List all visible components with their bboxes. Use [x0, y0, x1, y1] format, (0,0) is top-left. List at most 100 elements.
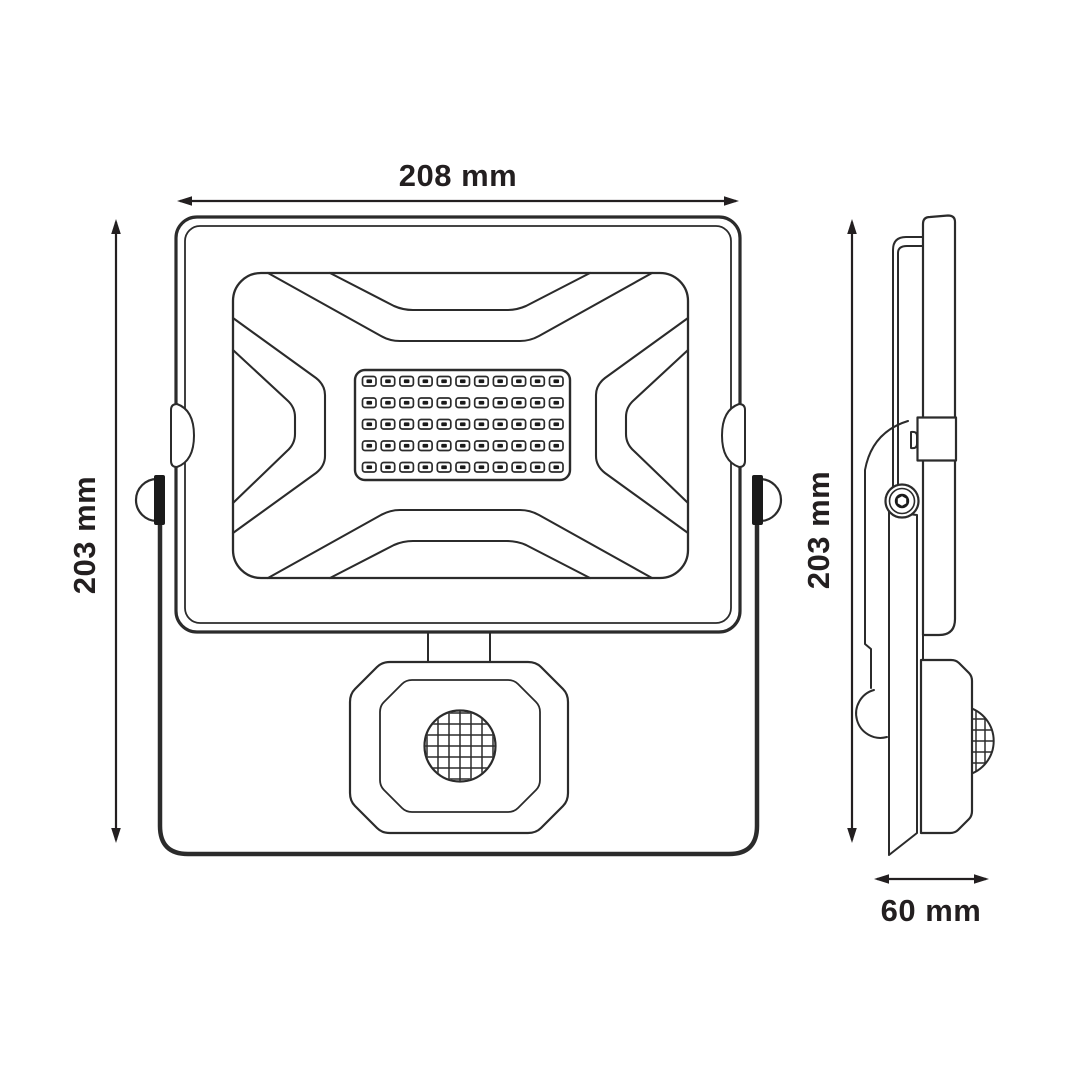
mounting-tab-right	[721, 403, 746, 468]
led-die	[553, 422, 560, 427]
led-die	[403, 443, 410, 448]
led-die	[497, 400, 503, 405]
sensor-housing-inner	[379, 679, 541, 813]
led-chip	[455, 440, 471, 452]
led-die	[441, 379, 447, 384]
led-chip	[436, 375, 452, 387]
led-chip	[492, 418, 508, 430]
led-chip	[361, 440, 377, 452]
led-chip	[473, 461, 490, 473]
led-die	[516, 379, 522, 384]
led-chip	[399, 440, 415, 452]
facet-left-inner	[231, 348, 297, 505]
led-die	[366, 422, 373, 427]
led-chip	[399, 418, 415, 430]
sensor-neck	[427, 632, 491, 664]
led-chip	[380, 461, 396, 473]
facet-top-outer	[266, 271, 654, 343]
led-chip	[511, 375, 527, 387]
front-view: 208 mm 203 mm	[67, 158, 783, 857]
side-depth-label: 60 mm	[881, 893, 982, 928]
led-die	[553, 443, 560, 448]
led-chip	[473, 440, 490, 452]
led-die	[441, 465, 447, 470]
arrow-down-icon	[847, 828, 857, 843]
led-die	[516, 400, 522, 405]
led-chip	[492, 461, 508, 473]
arrow-right-icon	[724, 196, 739, 206]
led-die	[553, 400, 560, 405]
arrow-left-icon	[177, 196, 192, 206]
led-chip	[455, 461, 471, 473]
led-die	[534, 465, 541, 470]
led-chip	[492, 397, 508, 409]
led-chip	[399, 375, 415, 387]
led-die	[534, 422, 541, 427]
led-chip	[380, 397, 396, 409]
led-chip	[455, 418, 471, 430]
led-die	[478, 400, 485, 405]
sensor-side	[919, 658, 995, 835]
led-die	[534, 400, 541, 405]
led-die	[385, 443, 391, 448]
led-die	[403, 400, 410, 405]
led-die	[497, 443, 503, 448]
led-die	[478, 422, 485, 427]
arrow-right-icon	[974, 874, 989, 884]
facet-bottom-inner	[328, 539, 592, 580]
led-die	[459, 443, 466, 448]
led-chip	[455, 397, 471, 409]
led-die	[441, 422, 447, 427]
facet-right-inner	[624, 348, 690, 505]
led-chip	[361, 418, 377, 430]
led-panel	[353, 368, 572, 482]
pivot-knob-right	[752, 475, 783, 525]
led-die	[534, 443, 541, 448]
led-die	[366, 443, 373, 448]
led-chip	[492, 375, 508, 387]
led-die	[385, 379, 391, 384]
led-chip	[511, 440, 527, 452]
mounting-bracket	[157, 502, 760, 857]
mounting-tab-left	[170, 403, 195, 468]
arrow-down-icon	[111, 828, 121, 843]
led-chip	[529, 418, 546, 430]
led-die	[385, 422, 391, 427]
led-chip	[417, 375, 433, 387]
led-chip	[529, 397, 546, 409]
clamp-nub	[910, 430, 918, 450]
led-chip	[436, 397, 452, 409]
side-depth-dimension: 60 mm	[874, 874, 989, 928]
side-height-label: 203 mm	[801, 471, 836, 589]
led-chip	[417, 440, 433, 452]
led-die	[553, 465, 560, 470]
side-height-dimension: 203 mm	[801, 219, 857, 843]
led-chip	[361, 461, 377, 473]
led-die	[478, 465, 485, 470]
sensor-lens-grid	[425, 711, 495, 781]
led-chip	[529, 461, 546, 473]
led-die	[478, 379, 485, 384]
led-die	[422, 379, 429, 384]
led-chip	[417, 397, 433, 409]
led-die	[441, 400, 447, 405]
led-die	[366, 379, 373, 384]
led-chip	[380, 418, 396, 430]
led-chip	[548, 461, 564, 473]
led-die	[403, 465, 410, 470]
led-die	[459, 422, 466, 427]
led-chip	[529, 440, 546, 452]
pivot-knob-left	[134, 475, 165, 525]
led-die	[459, 400, 466, 405]
led-chip	[361, 397, 377, 409]
led-die	[478, 443, 485, 448]
front-width-dimension: 208 mm	[177, 158, 739, 206]
led-die	[422, 465, 429, 470]
knob-pin	[752, 475, 763, 525]
side-view: 203 mm	[801, 214, 995, 928]
led-chip	[399, 397, 415, 409]
led-chip	[436, 418, 452, 430]
bracket-hook	[892, 236, 924, 489]
arrow-up-icon	[847, 219, 857, 234]
